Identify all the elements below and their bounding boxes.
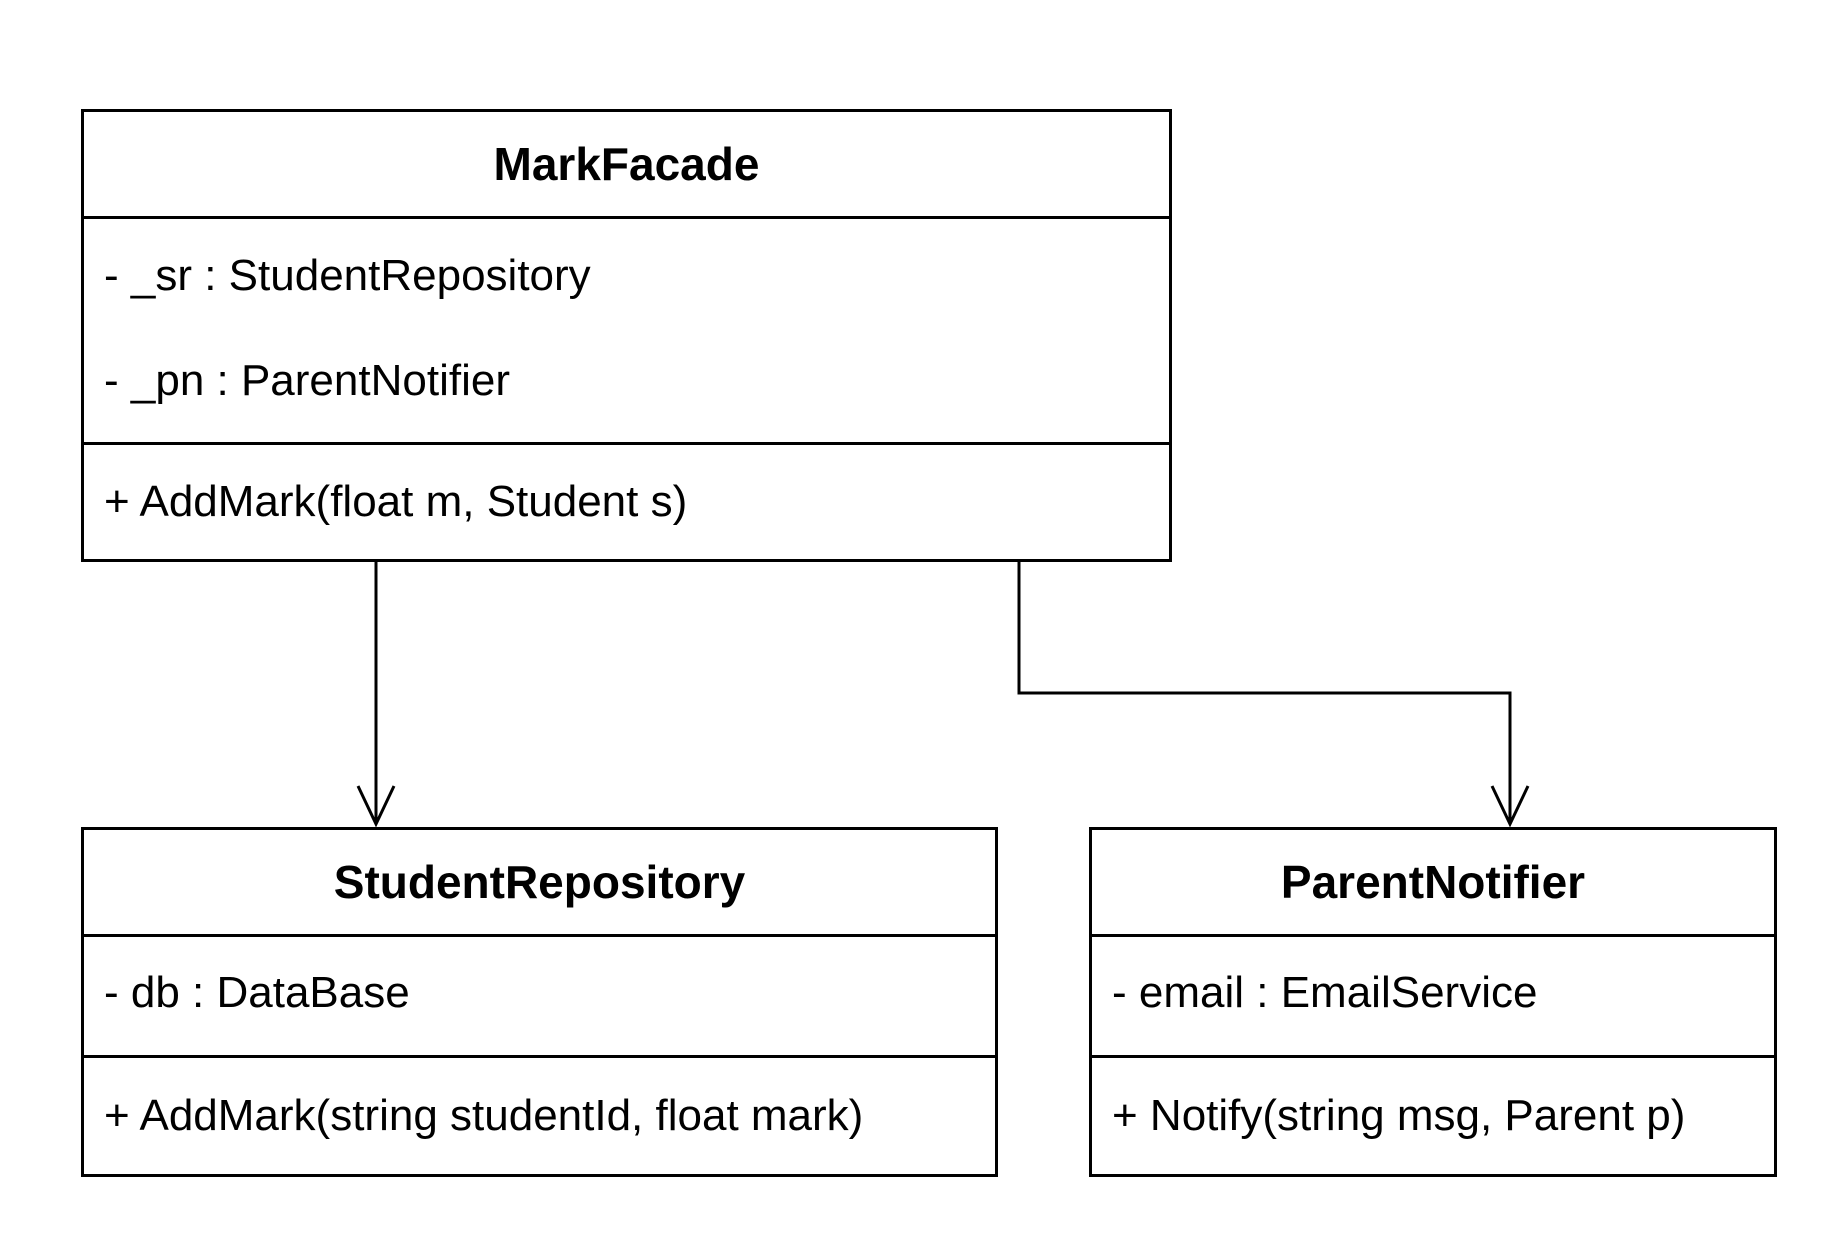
operation-add-mark: + AddMark(string studentId, float mark) [104, 1091, 864, 1140]
attributes-compartment-mark-facade: - _sr : StudentRepository - _pn : Parent… [84, 219, 1169, 445]
attributes-compartment-student-repository: - db : DataBase [84, 937, 995, 1058]
association-line [1017, 562, 1512, 824]
attribute-db: - db : DataBase [104, 968, 410, 1017]
open-arrowhead-icon [1490, 785, 1530, 828]
class-mark-facade[interactable]: MarkFacade - _sr : StudentRepository - _… [81, 109, 1172, 562]
operations-compartment-mark-facade: + AddMark(float m, Student s) [84, 445, 1169, 559]
open-arrowhead-icon [356, 785, 396, 828]
operations-compartment-student-repository: + AddMark(string studentId, float mark) [84, 1058, 995, 1174]
operation-add-mark: + AddMark(float m, Student s) [104, 477, 688, 526]
association-markfacade-parentnotifier [1017, 562, 1530, 828]
class-student-repository[interactable]: StudentRepository - db : DataBase + AddM… [81, 827, 998, 1177]
attribute-sr: - _sr : StudentRepository [104, 250, 591, 300]
attributes-compartment-parent-notifier: - email : EmailService [1092, 937, 1774, 1058]
class-name-mark-facade: MarkFacade [84, 112, 1169, 219]
class-name-student-repository: StudentRepository [84, 830, 995, 937]
class-parent-notifier[interactable]: ParentNotifier - email : EmailService + … [1089, 827, 1777, 1177]
attribute-email: - email : EmailService [1112, 968, 1538, 1017]
class-name-parent-notifier: ParentNotifier [1092, 830, 1774, 937]
association-markfacade-studentrepository [356, 562, 396, 828]
attribute-pn: - _pn : ParentNotifier [104, 355, 510, 405]
operations-compartment-parent-notifier: + Notify(string msg, Parent p) [1092, 1058, 1774, 1174]
operation-notify: + Notify(string msg, Parent p) [1112, 1091, 1686, 1140]
